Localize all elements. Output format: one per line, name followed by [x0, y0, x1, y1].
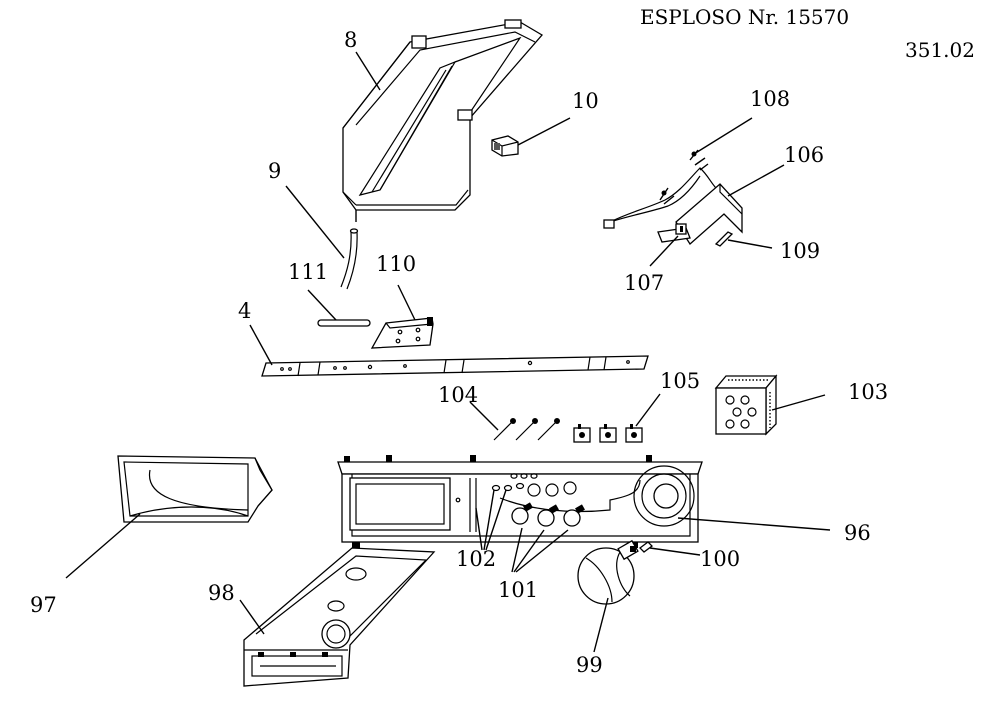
part-labels: 8 10 9 111 110 4 108 106 107 109 104 105…: [30, 28, 888, 677]
part-111-rod: [317, 319, 371, 327]
label-109: 109: [780, 239, 820, 263]
label-99: 99: [576, 653, 603, 677]
label-105: 105: [660, 369, 700, 393]
label-110: 110: [376, 252, 416, 276]
part-106-bracket: [675, 183, 743, 245]
part-96-dial-ring: [633, 465, 695, 527]
part-108-wiring-harness: [603, 149, 719, 229]
part-9-hose: [340, 228, 359, 290]
label-9: 9: [268, 159, 281, 183]
part-101-knobs: [511, 502, 585, 527]
label-111: 111: [288, 260, 328, 284]
part-4-rail: [261, 355, 649, 377]
part-109-pin: [714, 231, 734, 247]
part-96-control-panel: [337, 455, 703, 548]
label-107: 107: [624, 271, 664, 295]
label-103: 103: [848, 380, 888, 404]
leader-lines: [65, 51, 831, 653]
label-98: 98: [208, 581, 235, 605]
part-110-bracket: [370, 317, 434, 349]
part-105-connectors: [573, 424, 643, 443]
label-8: 8: [344, 28, 357, 52]
part-8-drawer-housing: [342, 19, 544, 222]
part-10-clip: [491, 135, 519, 157]
label-96: 96: [844, 521, 871, 545]
label-104: 104: [438, 383, 478, 407]
label-97: 97: [30, 593, 57, 617]
label-101: 101: [498, 578, 538, 602]
part-99-dial-knob: [577, 539, 639, 605]
label-102: 102: [456, 547, 496, 571]
label-4: 4: [238, 299, 251, 323]
part-97-fascia: [117, 455, 273, 523]
label-100: 100: [700, 547, 740, 571]
part-107-connector: [657, 223, 691, 243]
label-10: 10: [572, 89, 599, 113]
label-108: 108: [750, 87, 790, 111]
diagram-title: ESPLOSO Nr. 15570: [640, 5, 849, 29]
part-104-lamps: [493, 418, 560, 441]
part-98-drawer: [243, 547, 436, 687]
part-103-module: [714, 374, 778, 436]
diagram-code: 351.02: [905, 38, 975, 62]
label-106: 106: [784, 143, 824, 167]
part-100-pin: [630, 541, 653, 553]
